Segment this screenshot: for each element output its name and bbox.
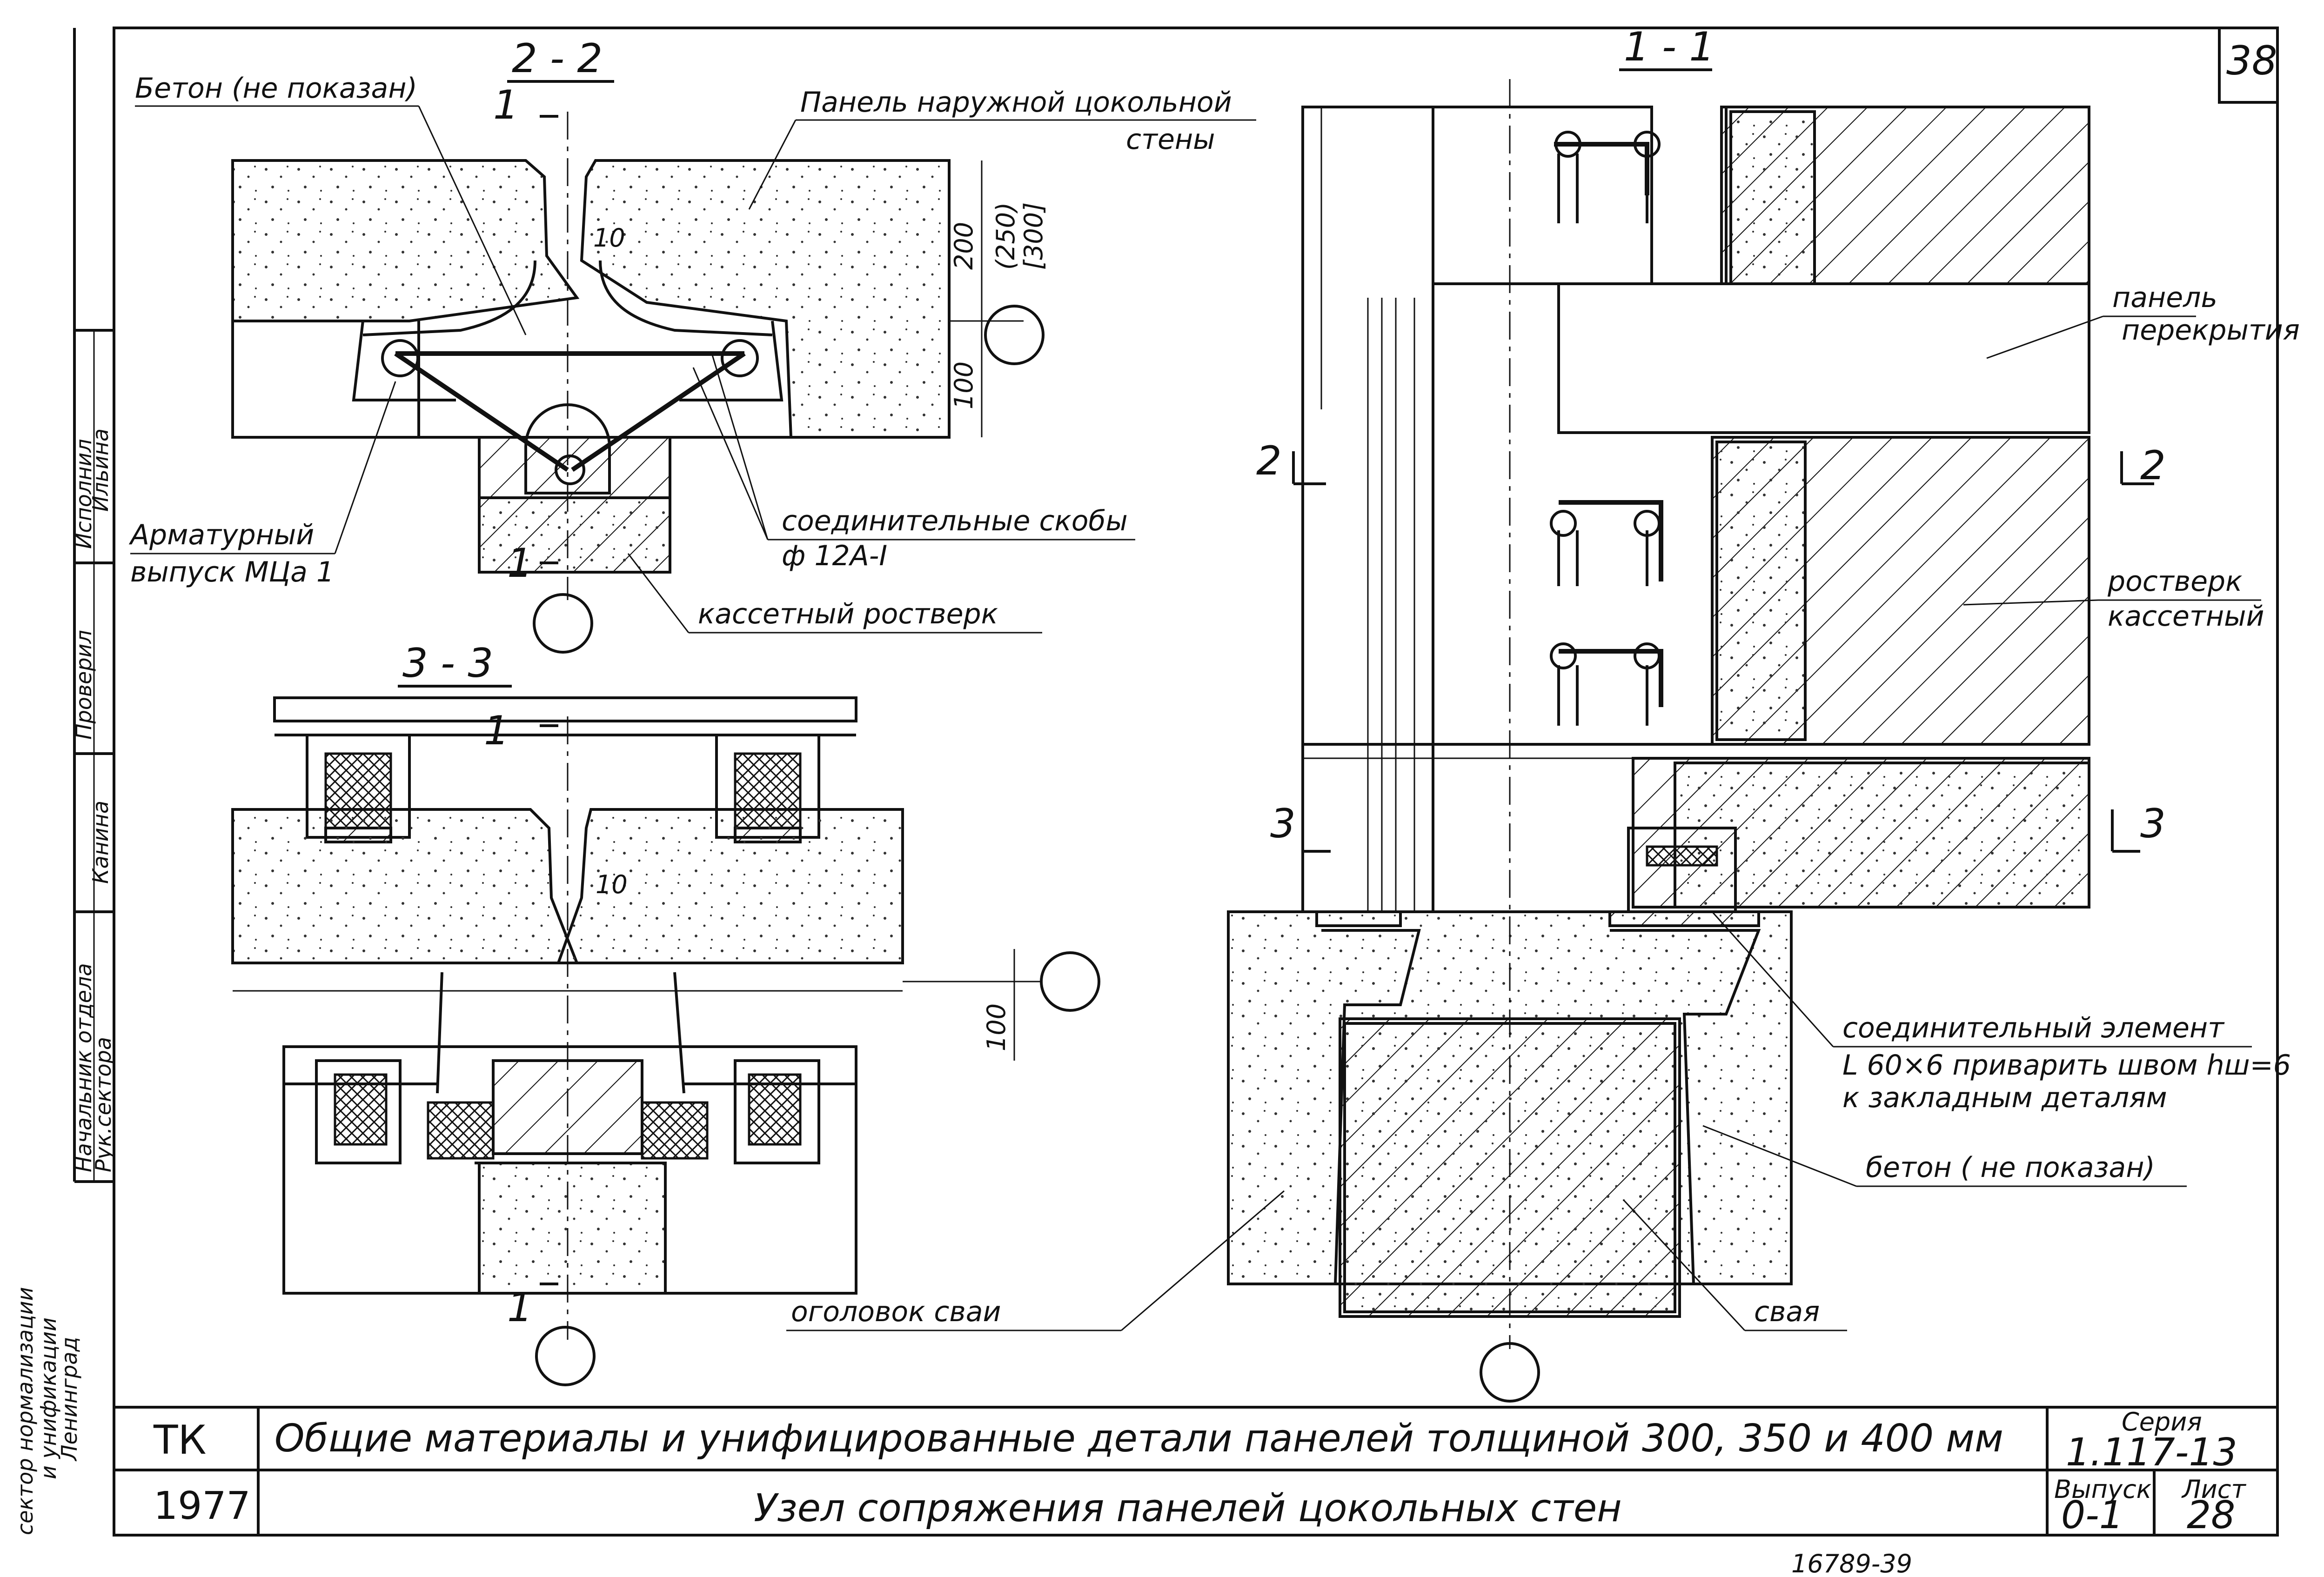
dim-10-b: 10: [596, 870, 628, 899]
stamp-row-nachalnik: Начальник отдела: [71, 963, 96, 1172]
label-armatura-1: Арматурный: [128, 519, 314, 551]
stamp-row-proveril: Проверил: [71, 630, 96, 740]
label-beton-top: Бетон (не показан): [135, 72, 417, 105]
page-number: 38: [2226, 38, 2277, 84]
label-skoby-2: ф 12А-I: [782, 540, 887, 572]
dim-10-a: 10: [593, 223, 625, 253]
section-1-1: [1227, 79, 2154, 1403]
dim-300: [300]: [1019, 202, 1048, 270]
section-2-2-title: 2 - 2: [512, 35, 603, 82]
stamp-org-2: и унификации: [36, 1317, 61, 1479]
section-2-2: [231, 112, 1045, 654]
cut-2-left: 2: [1256, 438, 1282, 484]
cut-1-33-top: 1: [484, 708, 509, 754]
stamp-org-3: Ленинград: [57, 1337, 82, 1462]
dim-250: (250): [991, 202, 1020, 270]
cut-2-right: 2: [2140, 442, 2166, 489]
issue-label: Выпуск: [2054, 1475, 2152, 1504]
label-armatura-2: выпуск МЦа 1: [130, 556, 334, 588]
section-1-1-title: 1 - 1: [1624, 24, 1715, 70]
dim-200: 200: [949, 222, 978, 270]
series-value: 1.117-13: [2066, 1430, 2237, 1475]
stamp-row-name1: Ильина: [88, 428, 113, 512]
label-soed-el-2: L 60×6 приварить швом hш=6: [1842, 1049, 2291, 1082]
label-panel-outer-1: Панель наружной цокольной: [800, 86, 1232, 119]
label-kasset-rostverk: кассетный ростверк: [698, 598, 998, 630]
label-svaya: свая: [1754, 1296, 1820, 1328]
cut-1-bottom: 1: [507, 540, 533, 587]
stamp-row-ruk: Рук.сектора: [91, 1037, 116, 1172]
dim-100-b: 100: [982, 1003, 1011, 1051]
stamp-row-name2: Канина: [88, 801, 113, 884]
sheet-value: 28: [2187, 1493, 2235, 1537]
issue-value: 0-1: [2061, 1493, 2123, 1537]
label-ogolovok: оголовок сваи: [791, 1296, 1001, 1328]
cut-1-33-bottom: 1: [507, 1284, 533, 1331]
title-sub: Узел сопряжения панелей цокольных стен: [754, 1486, 1622, 1530]
label-skoby-1: соединительные скобы: [782, 505, 1128, 537]
label-rostverk-2: кассетный: [2108, 600, 2264, 633]
cut-1-top: 1: [493, 82, 519, 128]
label-panel-perekr-1: панель: [2112, 281, 2217, 314]
label-panel-outer-2: стены: [1126, 123, 1215, 156]
stamp-org-1: сектор нормализации: [13, 1287, 38, 1536]
sheet-label: Лист: [2181, 1475, 2246, 1504]
title-org: ТК: [153, 1417, 207, 1463]
label-soed-el-3: к закладным деталям: [1842, 1082, 2167, 1114]
stamp-column: [73, 28, 115, 1183]
section-3-3: [231, 696, 1100, 1386]
label-soed-el-1: соединительный элемент: [1842, 1012, 2225, 1044]
cut-3-right: 3: [2140, 801, 2166, 847]
stamp-row-ispolnil: Исполнил: [71, 439, 96, 549]
bracket-group: [1550, 131, 1663, 726]
title-block: [113, 1406, 2279, 1537]
cut-3-left: 3: [1270, 801, 1296, 847]
title-main: Общие материалы и унифицированные детали…: [275, 1417, 2003, 1461]
dim-100-a: 100: [949, 361, 978, 409]
label-beton-right: бетон ( не показан): [1866, 1151, 2155, 1184]
title-year: 1977: [154, 1484, 251, 1528]
section-3-3-title: 3 - 3: [402, 640, 493, 687]
bottom-number: 16789-39: [1791, 1549, 1912, 1577]
label-panel-perekr-2: перекрытия: [2122, 314, 2300, 347]
label-rostverk-1: ростверк: [2107, 565, 2242, 598]
series-label: Серия: [2122, 1407, 2202, 1437]
